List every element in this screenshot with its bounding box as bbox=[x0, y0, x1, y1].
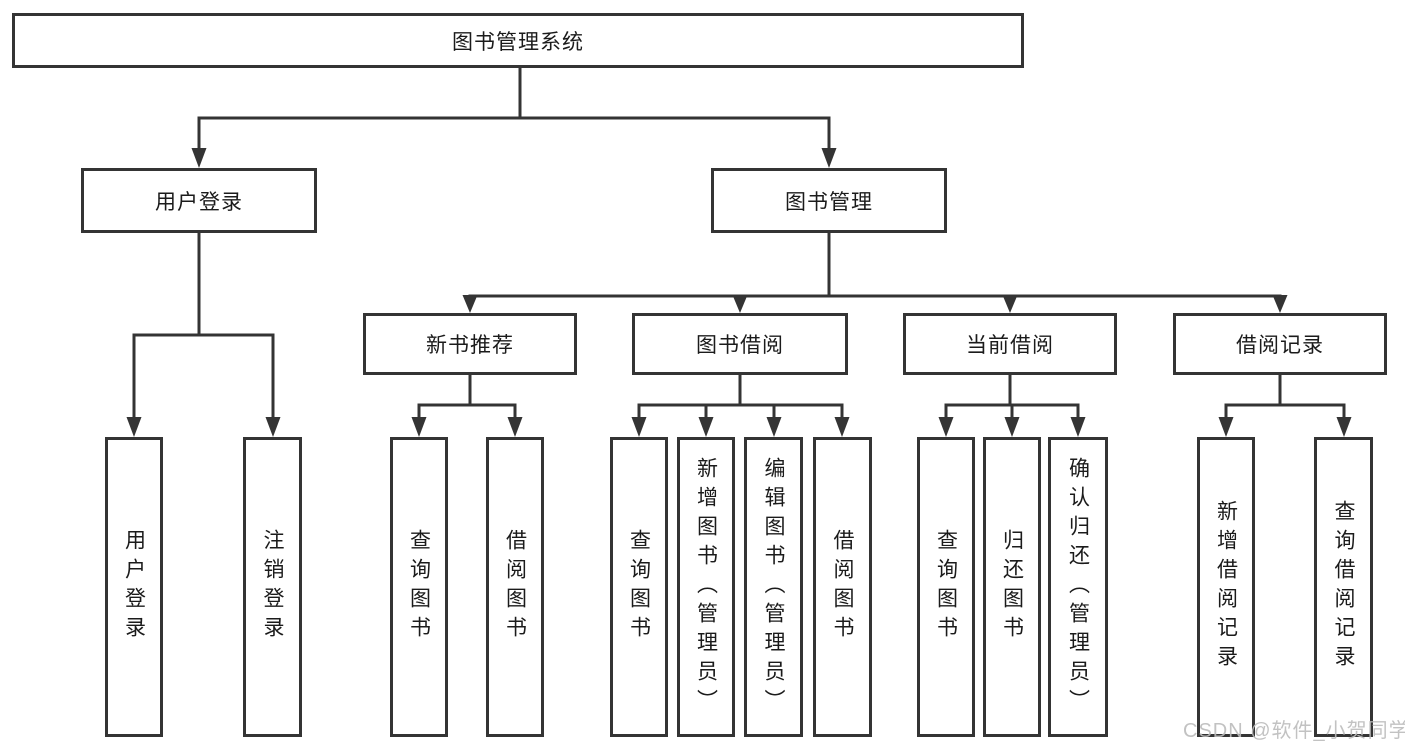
arrowhead-down-icon bbox=[1218, 417, 1234, 437]
arrowhead-down-icon bbox=[631, 417, 647, 437]
leaf-add-borrow-record: 新增借阅记录 bbox=[1197, 437, 1255, 737]
arrowhead-down-icon bbox=[766, 417, 782, 437]
node-user-login: 用户登录 bbox=[81, 168, 317, 233]
arrowhead-down-icon bbox=[462, 295, 478, 313]
arrowhead-down-icon bbox=[507, 417, 523, 437]
arrowhead-down-icon bbox=[698, 417, 714, 437]
leaf-label: 用户登录 bbox=[122, 529, 146, 645]
arrowhead-down-icon bbox=[1272, 295, 1288, 313]
leaf-borrow-books-2: 借阅图书 bbox=[813, 437, 872, 737]
leaf-label: 确认归还（管理员） bbox=[1066, 456, 1090, 718]
arrowhead-down-icon bbox=[1070, 417, 1086, 437]
arrowhead-down-icon bbox=[126, 417, 142, 437]
leaf-label: 查询图书 bbox=[934, 529, 958, 645]
arrowheads-group bbox=[126, 148, 1352, 437]
node-book-management: 图书管理 bbox=[711, 168, 947, 233]
leaf-label: 注销登录 bbox=[261, 529, 284, 645]
csdn-watermark: CSDN @软件_小贺同学 bbox=[1183, 720, 1405, 742]
leaf-borrow-books-1: 借阅图书 bbox=[486, 437, 544, 737]
node-new-book-recommend: 新书推荐 bbox=[363, 313, 577, 375]
leaf-query-books-2: 查询图书 bbox=[610, 437, 668, 737]
leaf-label: 借阅图书 bbox=[503, 529, 527, 645]
arrowhead-down-icon bbox=[1004, 417, 1020, 437]
arrowhead-down-icon bbox=[411, 417, 427, 437]
arrowhead-down-icon bbox=[191, 148, 207, 168]
leaf-user-login: 用户登录 bbox=[105, 437, 163, 737]
node-borrow-records: 借阅记录 bbox=[1173, 313, 1387, 375]
leaf-label: 查询借阅记录 bbox=[1332, 500, 1355, 674]
leaf-label: 编辑图书（管理员） bbox=[762, 456, 785, 718]
leaf-edit-books-admin: 编辑图书（管理员） bbox=[744, 437, 803, 737]
node-book-borrow: 图书借阅 bbox=[632, 313, 848, 375]
arrowhead-down-icon bbox=[1002, 295, 1018, 313]
arrowhead-down-icon bbox=[732, 295, 748, 313]
leaf-label: 归还图书 bbox=[1000, 529, 1024, 645]
leaf-query-borrow-record: 查询借阅记录 bbox=[1314, 437, 1373, 737]
leaf-label: 新增图书（管理员） bbox=[694, 456, 718, 718]
leaf-query-books-3: 查询图书 bbox=[917, 437, 975, 737]
leaf-confirm-return-admin: 确认归还（管理员） bbox=[1048, 437, 1108, 737]
leaf-label: 查询图书 bbox=[627, 529, 651, 645]
leaf-add-books-admin: 新增图书（管理员） bbox=[677, 437, 735, 737]
arrowhead-down-icon bbox=[821, 148, 837, 168]
arrowhead-down-icon bbox=[265, 417, 281, 437]
leaf-label: 借阅图书 bbox=[831, 529, 854, 645]
leaf-query-books-1: 查询图书 bbox=[390, 437, 448, 737]
node-current-borrow: 当前借阅 bbox=[903, 313, 1117, 375]
leaf-logout: 注销登录 bbox=[243, 437, 302, 737]
connector-lines-path bbox=[132, 68, 1346, 420]
leaf-label: 查询图书 bbox=[407, 529, 431, 645]
arrowhead-down-icon bbox=[938, 417, 954, 437]
arrowhead-down-icon bbox=[834, 417, 850, 437]
leaf-label: 新增借阅记录 bbox=[1214, 500, 1238, 674]
node-root: 图书管理系统 bbox=[12, 13, 1024, 68]
arrowhead-down-icon bbox=[1336, 417, 1352, 437]
leaf-return-books: 归还图书 bbox=[983, 437, 1041, 737]
